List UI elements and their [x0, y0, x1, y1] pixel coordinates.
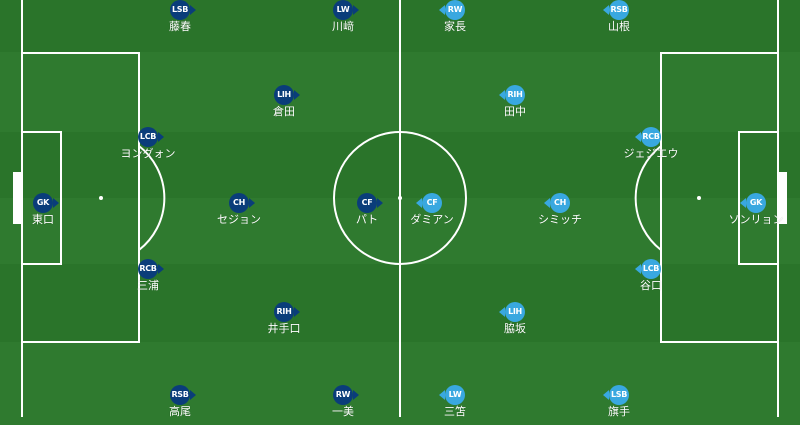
- direction-arrow-icon: [158, 132, 164, 142]
- player-name: 家長: [444, 20, 466, 33]
- player-name: セジョン: [217, 213, 261, 226]
- position-badge: GK: [746, 193, 766, 213]
- position-badge: CH: [550, 193, 570, 213]
- direction-arrow-icon: [603, 390, 609, 400]
- position-badge: CF: [422, 193, 442, 213]
- player-name: ジェジエウ: [623, 147, 679, 160]
- direction-arrow-icon: [635, 132, 641, 142]
- direction-arrow-icon: [740, 198, 746, 208]
- direction-arrow-icon: [439, 5, 445, 15]
- player-name: 三笘: [444, 405, 466, 418]
- direction-arrow-icon: [499, 307, 505, 317]
- player-name: 高尾: [169, 405, 191, 418]
- position-badge: RCB: [138, 259, 158, 279]
- player-name: 谷口: [640, 279, 662, 292]
- position-badge: LSB: [170, 0, 190, 20]
- player-name: 田中: [504, 105, 526, 118]
- left-goal: [13, 172, 22, 224]
- player-name: 一美: [332, 405, 354, 418]
- player-name: 山根: [608, 20, 630, 33]
- direction-arrow-icon: [190, 5, 196, 15]
- direction-arrow-icon: [416, 198, 422, 208]
- position-badge: CF: [357, 193, 377, 213]
- direction-arrow-icon: [190, 390, 196, 400]
- position-badge: LIH: [505, 302, 525, 322]
- direction-arrow-icon: [439, 390, 445, 400]
- position-badge: LCB: [641, 259, 661, 279]
- direction-arrow-icon: [249, 198, 255, 208]
- player-name: 東口: [32, 213, 54, 226]
- player-name: 脇坂: [504, 322, 526, 335]
- position-badge: RW: [445, 0, 465, 20]
- direction-arrow-icon: [294, 307, 300, 317]
- position-badge: RIH: [274, 302, 294, 322]
- direction-arrow-icon: [294, 90, 300, 100]
- left-penalty-spot: [99, 196, 103, 200]
- position-badge: LW: [445, 385, 465, 405]
- position-badge: RSB: [609, 0, 629, 20]
- direction-arrow-icon: [53, 198, 59, 208]
- position-badge: CH: [229, 193, 249, 213]
- player-name: ヨングォン: [120, 147, 176, 160]
- position-badge: LW: [333, 0, 353, 20]
- direction-arrow-icon: [377, 198, 383, 208]
- player-name: 旗手: [608, 405, 630, 418]
- position-badge: LCB: [138, 127, 158, 147]
- position-badge: RCB: [641, 127, 661, 147]
- player-name: 倉田: [273, 105, 295, 118]
- position-badge: LSB: [609, 385, 629, 405]
- position-badge: GK: [33, 193, 53, 213]
- direction-arrow-icon: [353, 5, 359, 15]
- position-badge: LIH: [274, 85, 294, 105]
- center-spot: [398, 196, 402, 200]
- direction-arrow-icon: [603, 5, 609, 15]
- direction-arrow-icon: [635, 264, 641, 274]
- player-name: 川﨑: [332, 20, 354, 33]
- direction-arrow-icon: [544, 198, 550, 208]
- player-name: ダミアン: [410, 213, 454, 226]
- direction-arrow-icon: [158, 264, 164, 274]
- player-name: パト: [355, 213, 379, 226]
- direction-arrow-icon: [353, 390, 359, 400]
- position-badge: RW: [333, 385, 353, 405]
- player-name: 藤春: [169, 20, 191, 33]
- right-goal: [778, 172, 787, 224]
- player-name: 井手口: [267, 322, 301, 335]
- position-badge: RSB: [170, 385, 190, 405]
- player-name: ソンリョン: [728, 213, 784, 226]
- right-penalty-spot: [697, 196, 701, 200]
- player-name: 三浦: [137, 279, 159, 292]
- position-badge: RIH: [505, 85, 525, 105]
- player-name: シミッチ: [538, 213, 582, 226]
- direction-arrow-icon: [499, 90, 505, 100]
